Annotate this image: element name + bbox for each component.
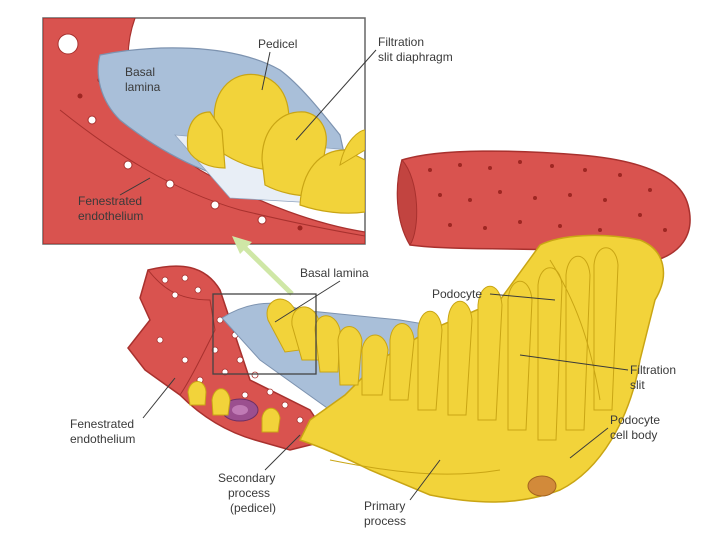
inset-fenestration [58,34,78,54]
inset-fenestration [124,161,132,169]
inset-fenestration [211,201,219,209]
inset-fenestration [78,94,83,99]
secondary-process-label-3: (pedicel) [230,501,276,515]
fenestrated-endothelium-label-2: endothelium [70,432,135,446]
podocyte-label: Podocyte [432,287,482,301]
inset-pedicel-label: Pedicel [258,37,297,51]
filtration-slit-label: Filtration [630,363,676,377]
basal-lamina-label: Basal lamina [300,266,369,280]
inset-basal-lamina-label-2: lamina [125,80,161,94]
inset-filtration-label-2: slit diaphragm [378,50,453,64]
podocyte-cell-body-label-2: cell body [610,428,657,442]
inset-basal-lamina-label: Basal [125,65,155,79]
primary-process-label-2: process [364,514,406,528]
podocyte [188,235,663,502]
podocyte-cell-body-nucleus [528,476,556,496]
secondary-process-label-2: process [228,486,270,500]
inset-fenestrated-label-2: endothelium [78,209,143,223]
fenestrated-endothelium-label: Fenestrated [70,417,134,431]
inset-fenestration [258,216,266,224]
inset-fenestration [298,226,303,231]
inset-fenestration [166,180,174,188]
filtration-slit-label-2: slit [630,378,645,392]
inset-panel: Pedicel Filtration slit diaphragm Basal … [43,18,453,244]
inset-fenestration [88,116,96,124]
inset-filtration-label: Filtration [378,35,424,49]
inset-fenestrated-label: Fenestrated [78,194,142,208]
podocyte-cell-body-label: Podocyte [610,413,660,427]
secondary-process-label: Secondary [218,471,275,485]
primary-process-label: Primary [364,499,405,513]
